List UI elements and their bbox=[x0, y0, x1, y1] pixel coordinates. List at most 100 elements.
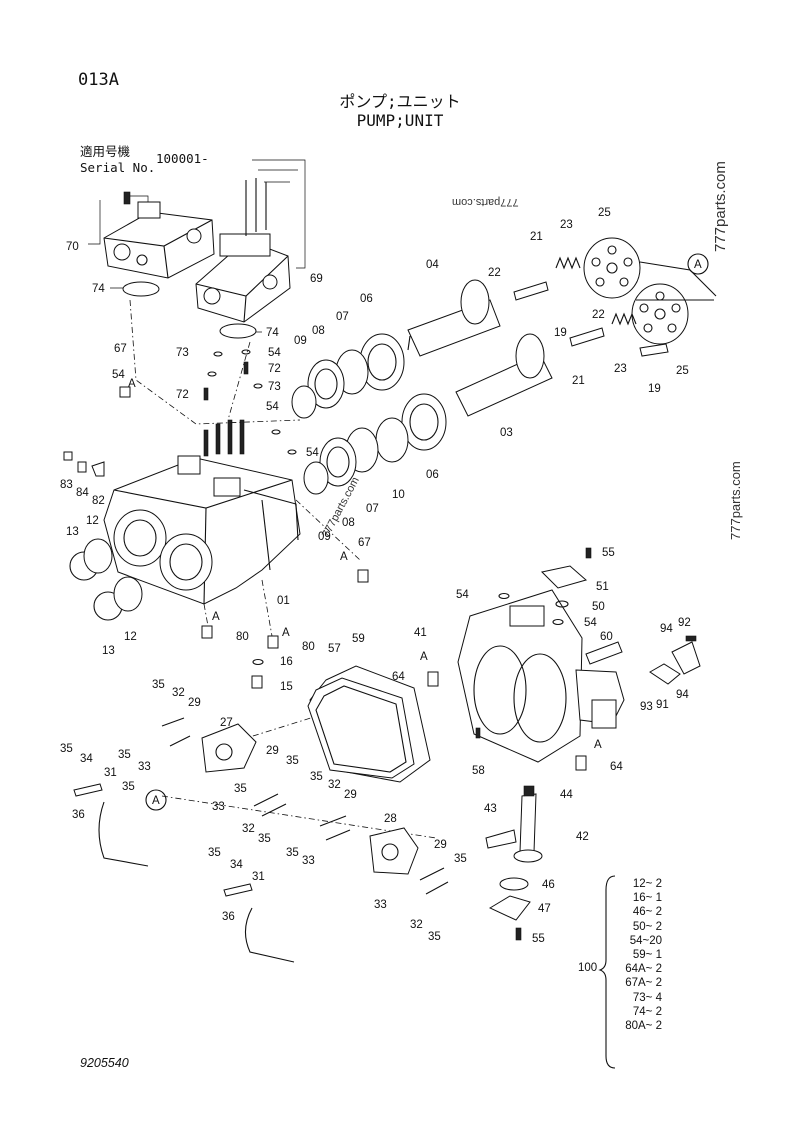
pin-19 bbox=[639, 343, 669, 357]
drawing-number: 9205540 bbox=[80, 1056, 129, 1070]
callout: 28 bbox=[384, 813, 397, 825]
o-ring-46 bbox=[499, 877, 529, 891]
kit-item: 73~ 4 bbox=[632, 991, 662, 1004]
link-32 bbox=[253, 793, 287, 817]
callout: 92 bbox=[678, 617, 691, 629]
callout: 35 bbox=[286, 755, 299, 767]
callout: 35 bbox=[60, 743, 73, 755]
kit-item: 50~ 2 bbox=[632, 920, 662, 933]
spacer-10 bbox=[375, 417, 409, 463]
pin-72 bbox=[243, 361, 249, 375]
callout: 35 bbox=[152, 679, 165, 691]
callout: 21 bbox=[572, 375, 585, 387]
callout: 35 bbox=[454, 853, 467, 865]
callout: 70 bbox=[66, 241, 79, 253]
oil-seal-12 bbox=[113, 576, 143, 612]
callout: 32 bbox=[410, 919, 423, 931]
leader-lines bbox=[88, 159, 306, 333]
callout: 54 bbox=[306, 447, 319, 459]
bolt-60 bbox=[585, 641, 623, 665]
callout: 54 bbox=[112, 369, 125, 381]
bearing-08 bbox=[307, 359, 345, 409]
reference-letter-a: A bbox=[212, 611, 220, 623]
callout: 01 bbox=[277, 595, 290, 607]
callout: 44 bbox=[560, 789, 573, 801]
spring-23 bbox=[611, 312, 637, 326]
callout: 15 bbox=[280, 681, 293, 693]
callout: 35 bbox=[122, 781, 135, 793]
callout: 31 bbox=[252, 871, 265, 883]
pin-21 bbox=[569, 327, 605, 347]
callout: 46 bbox=[542, 879, 555, 891]
callout: 69 bbox=[310, 273, 323, 285]
callout: 59 bbox=[352, 633, 365, 645]
reference-letter-a: A bbox=[694, 259, 702, 271]
pin-72 bbox=[203, 387, 209, 401]
callout: 09 bbox=[318, 531, 331, 543]
title-japanese: ポンプ;ユニット bbox=[339, 92, 461, 111]
callout: 19 bbox=[648, 383, 661, 395]
cover-47 bbox=[488, 895, 531, 921]
callout: 84 bbox=[76, 487, 89, 499]
bolt-55 bbox=[515, 927, 522, 941]
reference-circle-a bbox=[145, 789, 167, 811]
plug-67 bbox=[357, 569, 369, 583]
callout: 64 bbox=[610, 761, 623, 773]
callout: 74 bbox=[92, 283, 105, 295]
pin-34 bbox=[73, 783, 103, 797]
callout: 33 bbox=[302, 855, 315, 867]
link-32 bbox=[419, 867, 449, 895]
callout: 73 bbox=[268, 381, 281, 393]
callout: 42 bbox=[576, 831, 589, 843]
reference-letter-a: A bbox=[128, 378, 136, 390]
serial-label-en: Serial No. bbox=[80, 160, 156, 175]
ring-09 bbox=[291, 385, 317, 419]
callout: 94 bbox=[660, 623, 673, 635]
plug-64 bbox=[575, 755, 587, 771]
callout: 33 bbox=[374, 899, 387, 911]
callout: 41 bbox=[414, 627, 427, 639]
page-code: 013A bbox=[78, 70, 119, 90]
callout: 82 bbox=[92, 495, 105, 507]
callout: 80 bbox=[302, 641, 315, 653]
bracket-82 bbox=[91, 461, 105, 477]
callout: 94 bbox=[676, 689, 689, 701]
plug-80 bbox=[267, 635, 279, 649]
arm-31 bbox=[244, 907, 295, 963]
callout: 03 bbox=[500, 427, 513, 439]
callout: 47 bbox=[538, 903, 551, 915]
callout: 36 bbox=[72, 809, 85, 821]
cover-51 bbox=[540, 565, 588, 589]
callout: 73 bbox=[176, 347, 189, 359]
reference-circle-a bbox=[687, 253, 709, 275]
reference-letter-a: A bbox=[340, 551, 348, 563]
lever-91 bbox=[649, 663, 681, 685]
kit-number: 100 bbox=[578, 962, 598, 974]
callout: 67 bbox=[358, 537, 371, 549]
callout: 35 bbox=[208, 847, 221, 859]
callout: 55 bbox=[532, 933, 545, 945]
callout: 29 bbox=[188, 697, 201, 709]
callout: 32 bbox=[172, 687, 185, 699]
callout: 64 bbox=[392, 671, 405, 683]
callout: 16 bbox=[280, 656, 293, 668]
bearing-06 bbox=[401, 393, 447, 451]
callout: 04 bbox=[426, 259, 439, 271]
cylinder-block-25 bbox=[631, 283, 689, 345]
shaft-04-assembly bbox=[407, 279, 501, 357]
dash-leader bbox=[239, 711, 331, 741]
callout: 29 bbox=[434, 839, 447, 851]
link-32 bbox=[319, 815, 351, 841]
dash-leader bbox=[129, 299, 301, 425]
callout-labels: 01 03 04 06 06 07 07 08 08 09 09 10 12 1… bbox=[60, 207, 691, 945]
regulator-valve-69 bbox=[195, 178, 291, 323]
callout: 54 bbox=[584, 617, 597, 629]
kit-bracket bbox=[598, 875, 616, 1069]
bolt-84 bbox=[77, 461, 87, 473]
o-ring-73 bbox=[213, 351, 223, 357]
callout: 33 bbox=[138, 761, 151, 773]
o-ring-54 bbox=[287, 449, 297, 455]
o-ring-54 bbox=[207, 371, 217, 377]
